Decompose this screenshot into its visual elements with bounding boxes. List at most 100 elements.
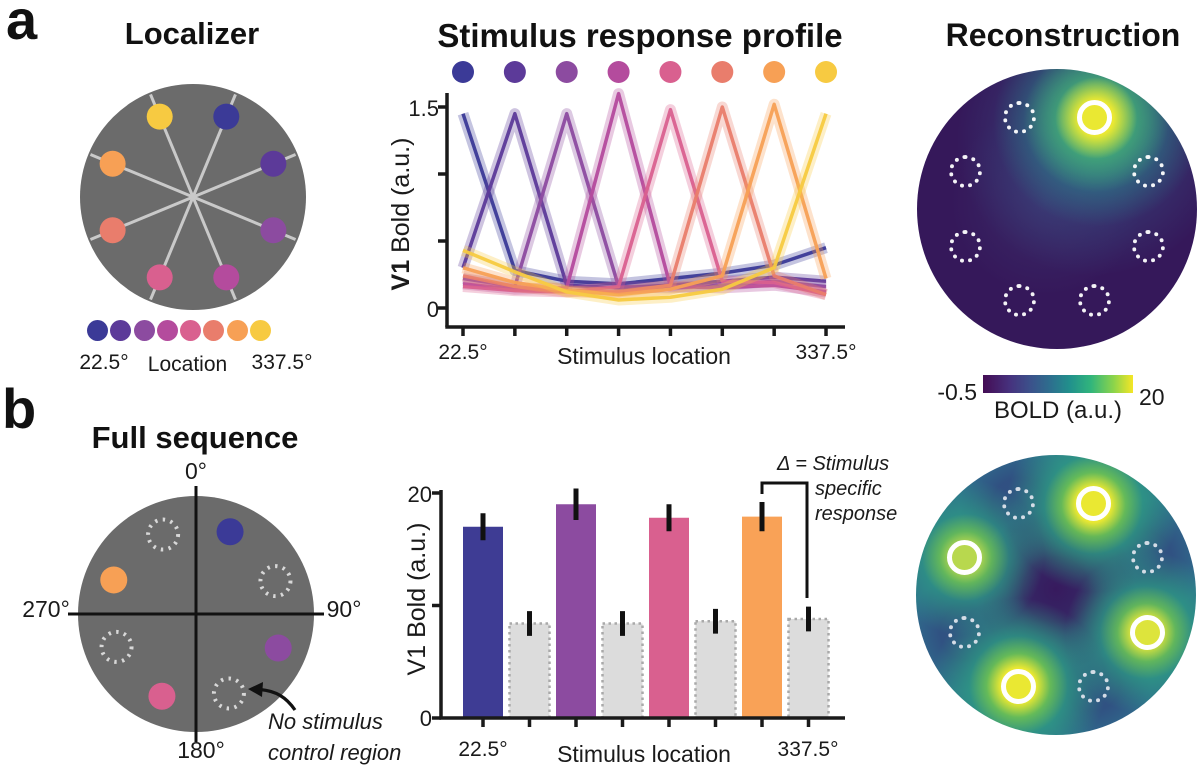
legend-dot <box>226 320 248 341</box>
legend-dot <box>180 320 202 341</box>
location-color-legend <box>87 320 272 341</box>
profile-series-line <box>462 105 827 297</box>
legend-max-label: 337.5° <box>251 351 313 374</box>
fullseq-label-270deg: 270° <box>22 596 70 622</box>
profile-condition-dot <box>763 61 786 83</box>
stimulus-location-ring-solid <box>1077 100 1113 136</box>
fullseq-stimulus-dot <box>100 566 128 594</box>
delta-bracket <box>760 481 809 598</box>
profile-condition-dot <box>815 61 838 83</box>
bold-colorbar <box>983 375 1133 393</box>
stimulus-bar <box>556 504 596 718</box>
colorbar-max-label: 20 <box>1139 384 1165 410</box>
stimulus-location-ring-dotted <box>1001 487 1035 521</box>
bar-chart <box>432 481 845 727</box>
bar-ytick-bottom: 0 <box>419 706 432 731</box>
control-bar <box>508 622 551 720</box>
control-bar <box>694 620 737 720</box>
localizer-title: Localizer <box>124 16 260 51</box>
full-sequence-display <box>68 486 324 742</box>
delta-annotation-line2: specific <box>815 478 882 500</box>
stimulus-location-ring-solid <box>1129 615 1165 651</box>
profile-title: Stimulus response profile <box>437 17 843 54</box>
localizer-stimulus-dot <box>146 264 173 291</box>
stimulus-location-ring-dotted <box>1130 540 1164 574</box>
control-bar <box>787 617 830 720</box>
colorbar-min-label: -0.5 <box>937 379 977 405</box>
legend-dot <box>250 320 272 341</box>
panel-a-letter: a <box>6 0 38 51</box>
no-stimulus-annotation-line1: No stimulus <box>268 709 383 734</box>
delta-annotation: Δ = Stimulus specific response <box>777 452 917 527</box>
stimulus-location-ring-solid <box>947 539 983 575</box>
localizer-stimulus-dot <box>99 150 126 177</box>
profile-chart <box>438 61 845 336</box>
profile-condition-dot <box>659 61 682 83</box>
legend-dot <box>203 320 225 341</box>
profile-series-line <box>461 113 827 286</box>
profile-condition-dot <box>607 61 630 83</box>
annotation-arrowhead <box>248 682 263 697</box>
profile-xtick-first: 22.5° <box>438 341 488 364</box>
legend-dot <box>110 320 132 341</box>
stimulus-location-ring-dotted <box>949 154 983 188</box>
legend-dot <box>133 320 155 341</box>
localizer-stimulus-dot <box>260 217 287 244</box>
stimulus-location-ring-solid <box>1076 486 1112 522</box>
profile-ylabel-units: Bold (a.u.) <box>387 137 415 260</box>
delta-annotation-line1: Δ = Stimulus <box>777 453 890 475</box>
localizer-stimulus-dot <box>213 103 240 130</box>
fullseq-control-ring <box>146 517 181 552</box>
localizer-stimulus-dot <box>260 150 287 177</box>
reconstruction-title: Reconstruction <box>945 17 1181 53</box>
no-stimulus-annotation-line2: control region <box>268 740 402 765</box>
profile-condition-dot <box>711 61 734 83</box>
stimulus-bar <box>649 517 689 718</box>
stimulus-location-ring-dotted <box>1077 669 1111 703</box>
fullseq-control-ring <box>99 629 134 664</box>
legend-min-label: 22.5° <box>79 351 129 374</box>
profile-ylabel: V1 Bold (a.u.) <box>387 94 415 334</box>
control-bar <box>601 622 644 720</box>
no-stimulus-annotation: No stimulus control region <box>268 706 418 766</box>
fullseq-control-ring <box>211 676 246 711</box>
annotation-arrow <box>259 687 297 711</box>
fullseq-control-ring <box>258 564 293 599</box>
profile-series-line <box>462 102 828 297</box>
stimulus-bar <box>463 526 503 718</box>
bar-xlabel: Stimulus location <box>557 741 731 766</box>
profile-ytick-bottom: 0 <box>426 297 439 322</box>
stimulus-location-ring-dotted <box>1002 283 1036 317</box>
stimulus-location-ring-dotted <box>1002 101 1036 135</box>
legend-axis-label: Location <box>147 353 228 376</box>
legend-dot <box>87 320 108 341</box>
fullseq-stimulus-dot <box>148 682 176 710</box>
profile-xlabel: Stimulus location <box>557 343 731 369</box>
bar-xtick-first: 22.5° <box>458 738 508 761</box>
stimulus-location-ring-dotted <box>1131 230 1165 264</box>
stimulus-bar <box>742 516 782 718</box>
localizer-display <box>80 84 306 310</box>
reconstruction-map-b <box>916 455 1196 735</box>
full-sequence-title: Full sequence <box>91 420 299 455</box>
bar-xtick-last: 337.5° <box>777 738 839 761</box>
stimulus-location-ring-solid <box>1000 668 1036 704</box>
localizer-stimulus-dot <box>146 103 173 130</box>
colorbar-title: BOLD (a.u.) <box>993 397 1123 424</box>
fullseq-label-0deg: 0° <box>185 458 207 484</box>
profile-xtick-last: 337.5° <box>795 341 857 364</box>
panel-b-letter: b <box>2 377 37 440</box>
profile-condition-dot <box>503 61 526 83</box>
profile-condition-dot <box>452 61 474 83</box>
fullseq-label-180deg: 180° <box>177 737 225 763</box>
localizer-stimulus-dot <box>213 264 240 291</box>
stimulus-location-ring-dotted <box>949 230 983 264</box>
profile-series-line <box>462 107 827 297</box>
localizer-stimulus-dot <box>99 217 126 244</box>
fullseq-stimulus-dot <box>264 634 292 662</box>
fullseq-label-90deg: 90° <box>326 596 362 622</box>
bar-ytick-top: 20 <box>407 482 432 507</box>
profile-ylabel-roi: V1 <box>387 259 415 291</box>
stimulus-location-ring-dotted <box>1131 154 1165 188</box>
